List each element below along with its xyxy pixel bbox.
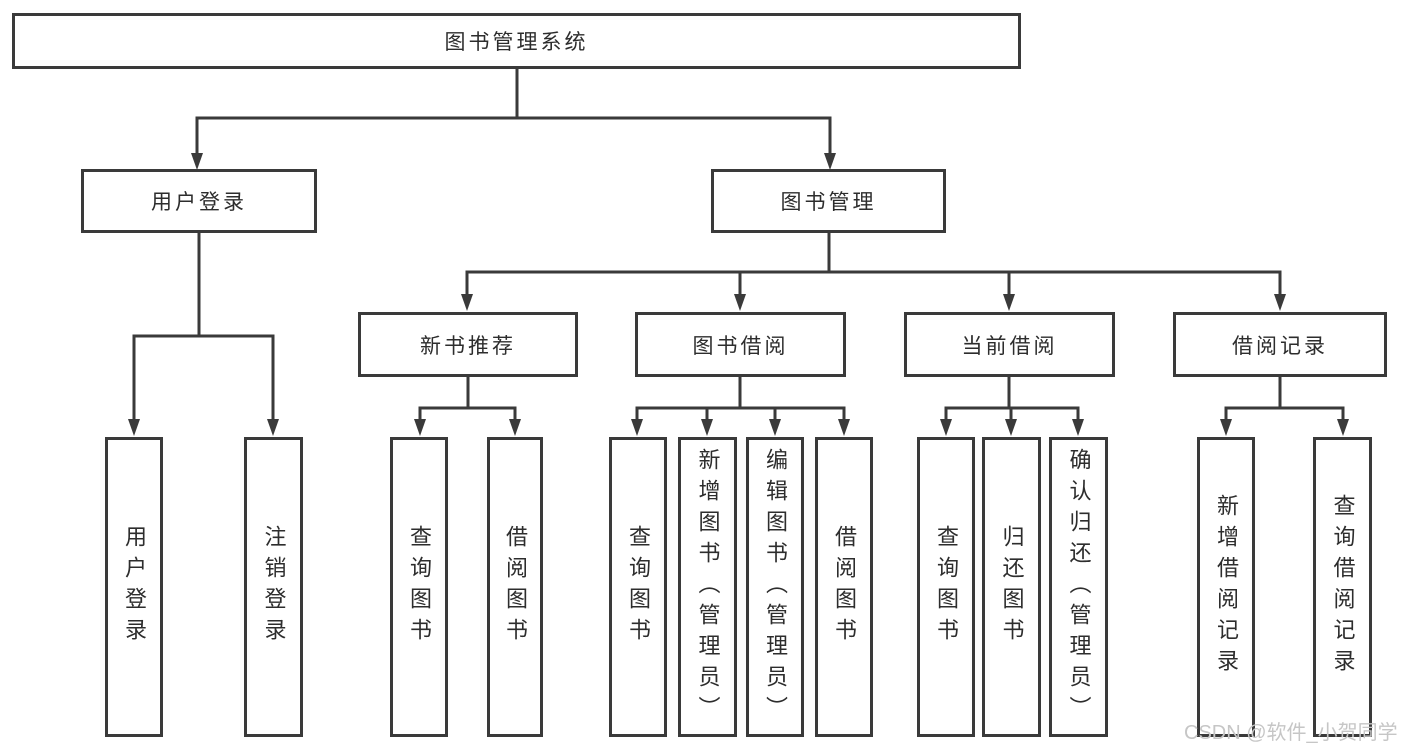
arrowheads bbox=[128, 153, 1349, 436]
node-label: 图书借阅 bbox=[692, 334, 789, 358]
node-label: 当前借阅 bbox=[961, 334, 1058, 358]
leaf-logout: 注销登录 bbox=[244, 437, 303, 737]
node-current-borrowing: 当前借阅 bbox=[904, 312, 1115, 377]
leaf-query-books-newbook: 查询图书 bbox=[390, 437, 448, 737]
leaf-add-borrow-record: 新增借阅记录 bbox=[1197, 437, 1255, 737]
leaf-label: 查询图书 bbox=[934, 525, 959, 649]
leaf-add-book-admin: 新增图书（管理员） bbox=[678, 437, 737, 737]
leaf-borrow-books-newbook: 借阅图书 bbox=[487, 437, 543, 737]
node-label: 图书管理 bbox=[780, 191, 877, 214]
leaf-label: 新增借阅记录 bbox=[1214, 494, 1239, 680]
node-user-login: 用户登录 bbox=[81, 169, 317, 233]
leaf-label: 查询图书 bbox=[407, 525, 432, 649]
node-label: 图书管理系统 bbox=[444, 31, 589, 54]
leaf-label: 查询图书 bbox=[626, 525, 651, 649]
leaf-label: 借阅图书 bbox=[832, 525, 857, 649]
leaf-label: 借阅图书 bbox=[503, 525, 528, 649]
node-label: 新书推荐 bbox=[420, 334, 516, 358]
leaf-borrow-books-borrow: 借阅图书 bbox=[815, 437, 873, 737]
leaf-edit-book-admin: 编辑图书（管理员） bbox=[746, 437, 804, 737]
leaf-label: 新增图书（管理员） bbox=[695, 447, 721, 727]
node-book-management: 图书管理 bbox=[711, 169, 946, 233]
node-label: 用户登录 bbox=[151, 191, 247, 214]
node-label: 借阅记录 bbox=[1232, 334, 1328, 358]
leaf-query-books-current: 查询图书 bbox=[917, 437, 975, 737]
leaf-label: 编辑图书（管理员） bbox=[763, 447, 788, 727]
leaf-label: 查询借阅记录 bbox=[1330, 494, 1356, 680]
leaf-return-books: 归还图书 bbox=[982, 437, 1041, 737]
leaf-label: 确认归还（管理员） bbox=[1066, 447, 1092, 727]
leaf-user-login: 用户登录 bbox=[105, 437, 163, 737]
leaf-confirm-return-admin: 确认归还（管理员） bbox=[1049, 437, 1108, 737]
leaf-label: 归还图书 bbox=[999, 525, 1025, 649]
leaf-query-books-borrow: 查询图书 bbox=[609, 437, 667, 737]
leaf-label: 注销登录 bbox=[261, 525, 287, 649]
node-borrowing-records: 借阅记录 bbox=[1173, 312, 1387, 377]
node-book-borrowing: 图书借阅 bbox=[635, 312, 846, 377]
leaf-query-borrow-record: 查询借阅记录 bbox=[1313, 437, 1372, 737]
leaf-label: 用户登录 bbox=[122, 525, 147, 649]
csdn-watermark: CSDN @软件_小贺同学 bbox=[1184, 722, 1398, 744]
node-new-book-recommendation: 新书推荐 bbox=[358, 312, 578, 377]
node-library-management-system: 图书管理系统 bbox=[12, 13, 1021, 69]
